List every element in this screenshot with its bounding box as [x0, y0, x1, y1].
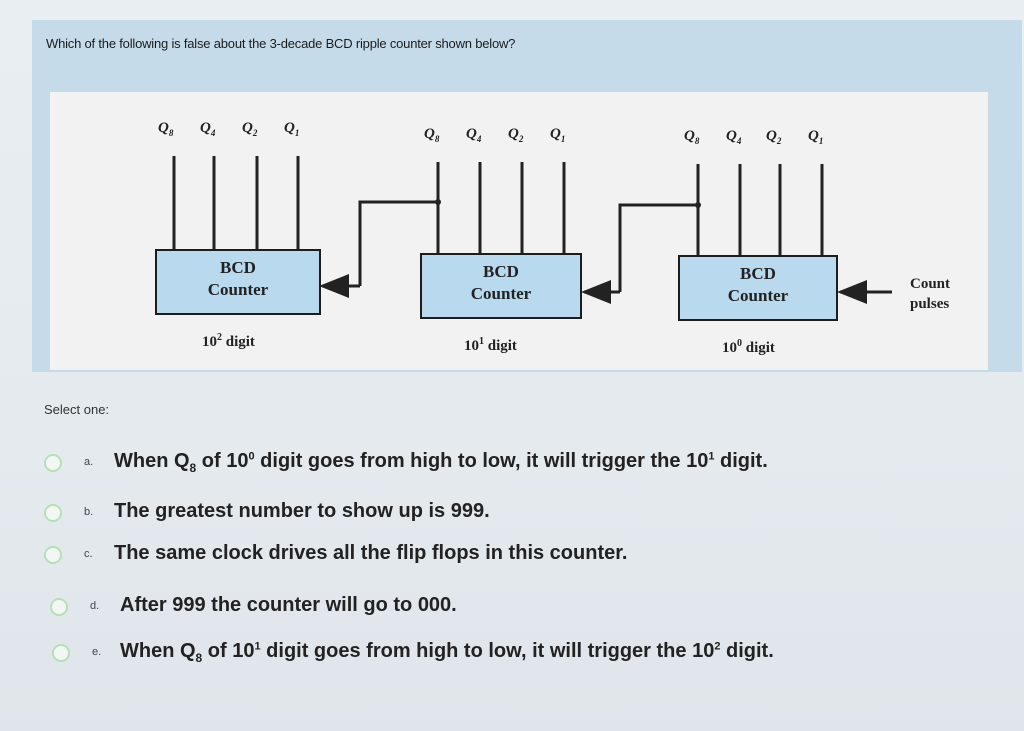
circuit-diagram: Q8 Q4 Q2 Q1 Q8 Q4 Q2 Q1 Q8 Q4 Q2 Q1 BCD …	[50, 92, 988, 370]
radio-button[interactable]	[44, 454, 62, 472]
option-letter: e.	[92, 646, 102, 658]
counter-label-counter: Counter	[207, 280, 269, 299]
option-letter: b.	[84, 506, 94, 518]
q1-label: Q1	[284, 120, 300, 138]
option-text[interactable]: The greatest number to show up is 999.	[114, 500, 490, 522]
option-letter: a.	[84, 456, 94, 468]
bcd-counter-hundreds: BCD Counter	[155, 249, 321, 315]
q2-label: Q2	[766, 128, 782, 146]
digit-label-tens: 101 digit	[464, 336, 517, 354]
bcd-counter-units: BCD Counter	[678, 255, 838, 321]
q1-label: Q1	[808, 128, 824, 146]
radio-button[interactable]	[50, 598, 68, 616]
counter-label-bcd: BCD	[483, 262, 519, 281]
q1-label: Q1	[550, 126, 566, 144]
q8-label: Q8	[684, 128, 700, 146]
option-text[interactable]: When Q8 of 100 digit goes from high to l…	[114, 450, 768, 475]
option-text[interactable]: The same clock drives all the flip flops…	[114, 542, 628, 564]
counter-label-counter: Counter	[470, 284, 532, 303]
radio-button[interactable]	[52, 644, 70, 662]
select-one-label: Select one:	[44, 402, 110, 417]
radio-button[interactable]	[44, 546, 62, 564]
q4-label: Q4	[726, 128, 742, 146]
q4-label: Q4	[200, 120, 216, 138]
option-letter: d.	[90, 600, 100, 612]
digit-label-hundreds: 102 digit	[202, 332, 255, 350]
radio-button[interactable]	[44, 504, 62, 522]
q4-label: Q4	[466, 126, 482, 144]
option-letter: c.	[84, 548, 93, 560]
option-d[interactable]: d. After 999 the counter will go to 000.	[44, 592, 984, 626]
count-pulses-label: Count pulses	[910, 276, 951, 312]
q2-label: Q2	[508, 126, 524, 144]
counter-label-bcd: BCD	[740, 264, 776, 283]
q2-label: Q2	[242, 120, 258, 138]
q8-label: Q8	[424, 126, 440, 144]
option-text[interactable]: After 999 the counter will go to 000.	[120, 594, 457, 616]
question-text: Which of the following is false about th…	[46, 36, 516, 51]
option-text[interactable]: When Q8 of 101 digit goes from high to l…	[120, 640, 774, 665]
counter-label-counter: Counter	[727, 286, 789, 305]
digit-label-units: 100 digit	[722, 338, 775, 356]
option-c[interactable]: c. The same clock drives all the flip fl…	[44, 540, 984, 574]
counter-label-bcd: BCD	[220, 258, 256, 277]
diagram-wiring	[172, 156, 892, 304]
option-a[interactable]: a. When Q8 of 100 digit goes from high t…	[44, 448, 984, 482]
q8-label: Q8	[158, 120, 174, 138]
option-e[interactable]: e. When Q8 of 101 digit goes from high t…	[44, 638, 984, 672]
option-b[interactable]: b. The greatest number to show up is 999…	[44, 498, 984, 532]
bcd-counter-tens: BCD Counter	[420, 253, 582, 319]
